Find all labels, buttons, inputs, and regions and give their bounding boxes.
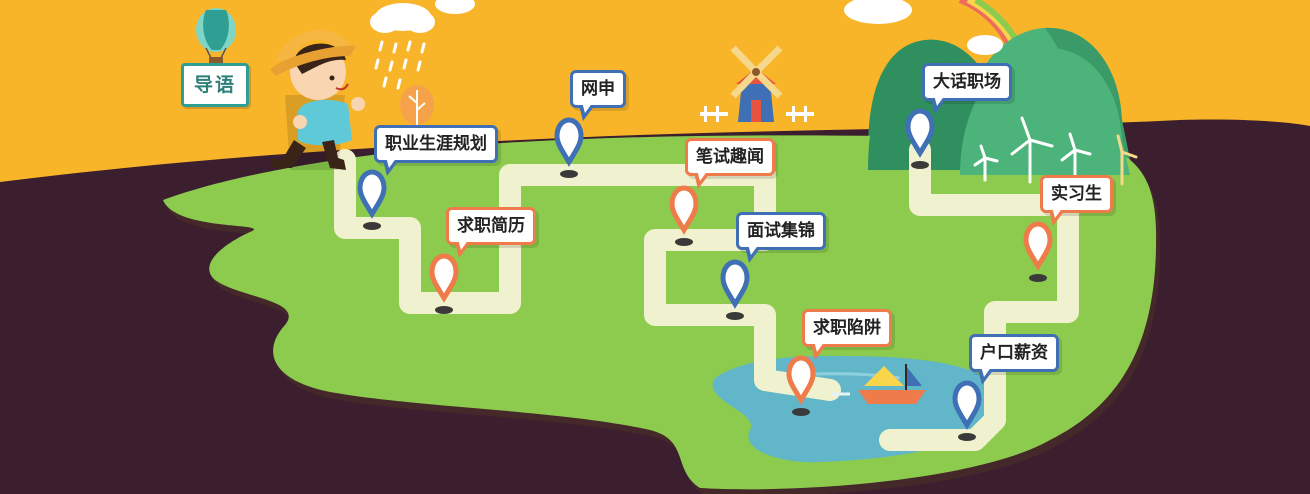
bubble-tail	[978, 366, 994, 385]
bubble-tail	[811, 341, 827, 360]
bubble-tail	[745, 244, 761, 263]
stop-hukou-salary[interactable]: 户口薪资	[969, 334, 1059, 385]
stop-label: 面试集锦	[747, 221, 815, 241]
stop-online-application[interactable]: 网申	[570, 70, 626, 121]
stop-interview[interactable]: 面试集锦	[736, 212, 826, 263]
bubble-tail	[694, 170, 710, 189]
bubble-tail	[455, 239, 471, 258]
stop-label: 求职简历	[457, 216, 525, 236]
stop-label: 实习生	[1051, 184, 1102, 204]
bubble-tail	[931, 95, 947, 114]
stop-label: 户口薪资	[980, 343, 1048, 363]
stop-label: 职业生涯规划	[385, 134, 487, 154]
bubble-tail	[1049, 207, 1065, 226]
sailboat-icon	[832, 364, 926, 404]
stop-written-test[interactable]: 笔试趣闻	[685, 138, 775, 189]
stop-workplace-talk[interactable]: 大话职场	[922, 63, 1012, 114]
bubble-tail	[579, 102, 595, 121]
stop-label: 大话职场	[933, 72, 1001, 92]
character-illustration	[270, 29, 365, 170]
stop-job-traps[interactable]: 求职陷阱	[802, 309, 892, 360]
tree-icon	[400, 85, 434, 130]
guide-button[interactable]: 导语	[181, 63, 249, 107]
windmill-icon	[700, 45, 814, 122]
stop-label: 网申	[581, 79, 615, 99]
stop-label: 笔试趣闻	[696, 147, 764, 167]
stop-intern[interactable]: 实习生	[1040, 175, 1113, 226]
stop-label: 求职陷阱	[813, 318, 881, 338]
hot-air-balloon-icon	[196, 8, 236, 65]
stop-resume[interactable]: 求职简历	[446, 207, 536, 258]
stop-career-planning[interactable]: 职业生涯规划	[374, 125, 498, 176]
rain-drops	[374, 40, 426, 90]
cloud-icon	[370, 0, 1003, 55]
bubble-tail	[383, 157, 399, 176]
